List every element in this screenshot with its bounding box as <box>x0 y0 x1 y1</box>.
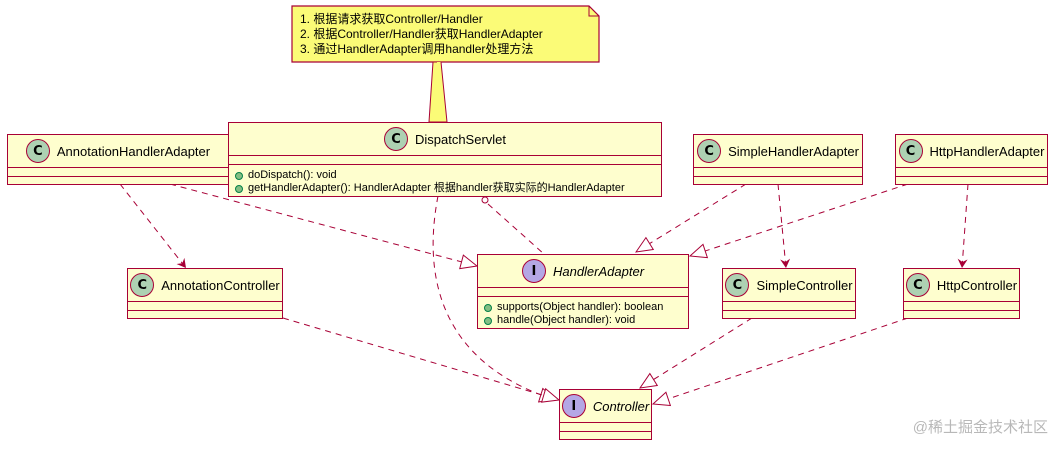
class-name: DispatchServlet <box>414 131 507 147</box>
class-stereotype-icon: C <box>725 273 750 297</box>
arrow-annotationadapter-to-annotationcontroller <box>119 183 187 269</box>
class-name: HandlerAdapter <box>552 263 645 279</box>
class-stereotype-icon: C <box>905 273 930 297</box>
class-simplehandleradapter[interactable]: C SimpleHandlerAdapter <box>693 134 863 185</box>
class-name: AnnotationHandlerAdapter <box>56 143 211 159</box>
method-signature: supports(Object handler): boolean <box>497 301 664 313</box>
class-header: C AnnotationHandlerAdapter <box>8 135 228 167</box>
interface-controller[interactable]: I Controller <box>559 389 652 440</box>
class-stereotype-icon: C <box>25 139 50 163</box>
realize-annotationcontroller-controller <box>282 317 559 400</box>
method-item: supports(Object handler): boolean <box>484 301 682 314</box>
class-httphandleradapter[interactable]: C HttpHandlerAdapter <box>895 134 1048 185</box>
interface-stereotype-icon: I <box>521 259 546 283</box>
class-dispatchservlet[interactable]: C DispatchServlet doDispatch(): void get… <box>228 122 662 197</box>
public-method-icon <box>235 171 243 180</box>
class-stereotype-icon: C <box>898 139 923 163</box>
class-annotationhandleradapter[interactable]: C AnnotationHandlerAdapter <box>7 134 229 185</box>
class-header: I HandlerAdapter <box>478 255 688 287</box>
class-name: SimpleHandlerAdapter <box>728 143 859 159</box>
class-header: I Controller <box>560 390 651 422</box>
public-method-icon <box>484 316 492 325</box>
method-item: getHandlerAdapter(): HandlerAdapter 根据ha… <box>235 182 655 195</box>
class-name: HttpController <box>936 277 1018 293</box>
class-header: C HttpHandlerAdapter <box>896 135 1047 167</box>
class-stereotype-icon: C <box>130 273 155 297</box>
class-httpcontroller[interactable]: C HttpController <box>903 268 1020 319</box>
public-method-icon <box>235 184 243 193</box>
note-shape <box>291 5 600 63</box>
arrow-dispatchservlet-to-controller <box>432 195 556 400</box>
method-signature: getHandlerAdapter(): HandlerAdapter 根据ha… <box>248 182 625 194</box>
interface-stereotype-icon: I <box>561 394 586 418</box>
realize-annotationadapter-handleradapter <box>169 183 477 266</box>
watermark: @稀土掘金技术社区 <box>912 419 1048 436</box>
arrow-simpleadapter-to-simplecontroller <box>777 183 791 269</box>
realize-simplecontroller-controller <box>640 317 753 388</box>
aggregation-diamond <box>481 196 489 204</box>
interface-handleradapter[interactable]: I HandlerAdapter supports(Object handler… <box>477 254 689 329</box>
method-list: supports(Object handler): boolean handle… <box>478 297 688 331</box>
method-signature: handle(Object handler): void <box>497 314 636 326</box>
arrow-httpadapter-to-httpcontroller <box>957 183 969 269</box>
note: 1. 根据请求获取Controller/Handler 2. 根据Control… <box>292 6 592 62</box>
note-line-3: 3. 通过HandlerAdapter调用handler处理方法 <box>300 42 534 56</box>
public-method-icon <box>484 303 492 312</box>
realize-httpadapter-handleradapter <box>690 183 909 256</box>
note-corner <box>588 6 599 17</box>
class-stereotype-icon: C <box>383 127 408 151</box>
class-simplecontroller[interactable]: C SimpleController <box>722 268 856 319</box>
method-item: handle(Object handler): void <box>484 314 682 327</box>
class-name: AnnotationController <box>161 277 280 293</box>
class-annotationcontroller[interactable]: C AnnotationController <box>127 268 283 319</box>
class-name: SimpleController <box>756 277 853 293</box>
class-header: C SimpleController <box>723 269 855 301</box>
method-item: doDispatch(): void <box>235 169 655 182</box>
note-line-2: 2. 根据Controller/Handler获取HandlerAdapter <box>300 27 543 41</box>
class-name: HttpHandlerAdapter <box>929 143 1045 159</box>
aggregation-dispatchservlet-handleradapter <box>487 203 545 255</box>
class-header: C HttpController <box>904 269 1019 301</box>
class-stereotype-icon: C <box>697 139 722 163</box>
realize-httpcontroller-controller <box>653 317 909 404</box>
note-connector <box>428 61 448 123</box>
class-header: C DispatchServlet <box>229 123 661 155</box>
class-header: C SimpleHandlerAdapter <box>694 135 862 167</box>
class-header: C AnnotationController <box>128 269 282 301</box>
class-name: Controller <box>592 398 650 414</box>
method-list: doDispatch(): void getHandlerAdapter(): … <box>229 165 661 199</box>
note-line-1: 1. 根据请求获取Controller/Handler <box>300 12 483 26</box>
method-signature: doDispatch(): void <box>248 169 337 181</box>
